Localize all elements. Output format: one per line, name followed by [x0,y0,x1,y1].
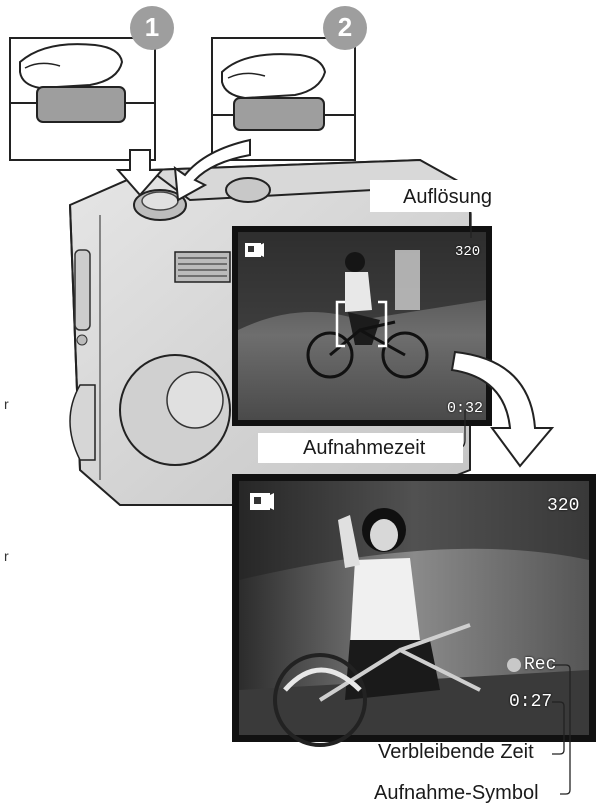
stray-text-b: r [4,548,9,564]
osd-bottom-time: 0:27 [509,692,552,712]
osd-bottom-rec: Rec [524,655,556,675]
label-recording-time: Aufnahmezeit [303,437,425,460]
step-2-number: 2 [325,12,365,43]
label-resolution: Auflösung [403,186,492,209]
label-recording-symbol: Aufnahme-Symbol [374,782,539,805]
label-remaining-time: Verbleibende Zeit [378,741,534,764]
stray-text-a: r [4,396,9,412]
osd-top-time: 0:32 [447,400,483,417]
movie-camera-icon [245,243,264,257]
movie-camera-icon [250,493,274,510]
step-1-number: 1 [132,12,172,43]
press-step-1-panel [10,38,155,160]
osd-top-resolution: 320 [455,244,480,260]
lcd-screen-standby [232,226,492,426]
rec-dot-icon [507,658,521,672]
osd-bottom-resolution: 320 [547,496,579,516]
press-step-2-panel [212,38,355,160]
